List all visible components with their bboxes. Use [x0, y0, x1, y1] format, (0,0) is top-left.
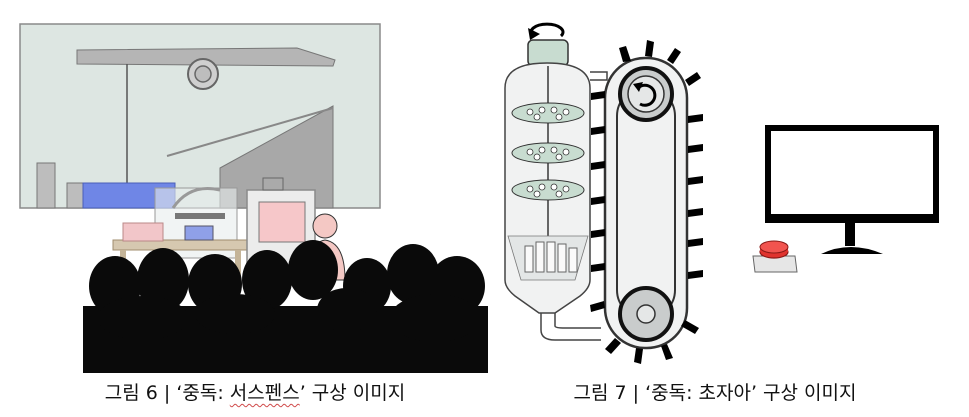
figure-6-caption-highlight: 서스펜스	[229, 382, 300, 404]
left-post	[36, 162, 56, 209]
machine-drawing	[504, 22, 939, 364]
monitor-screen	[765, 125, 939, 223]
conveyor-prongs	[590, 40, 703, 364]
bottles	[524, 241, 578, 273]
person-head	[312, 213, 338, 239]
figure-6-caption-suffix: ’ 구상 이미지	[299, 382, 406, 404]
outlet-pipe	[540, 313, 601, 341]
figure-6-caption-prefix: 그림 6 | ‘중독:	[104, 382, 230, 404]
figure-6-illustration	[15, 18, 495, 373]
sieve-trays	[511, 102, 585, 201]
figure-7-illustration	[495, 18, 965, 373]
ceiling-beam	[76, 47, 336, 67]
motor-cap	[527, 39, 569, 67]
figure-7-caption-text: 그림 7 | ‘중독: 초자아’ 구상 이미지	[573, 382, 857, 404]
audience-silhouettes	[83, 240, 488, 373]
kiosk-screen	[258, 201, 306, 243]
monitor-stand	[845, 222, 855, 246]
gear-rotate-icon	[636, 83, 657, 107]
figure-7-caption: 그림 7 | ‘중독: 초자아’ 구상 이미지	[500, 378, 930, 408]
pink-object	[122, 222, 164, 242]
figure-6-caption: 그림 6 | ‘중독: 서스펜스’ 구상 이미지	[40, 378, 470, 408]
installation-scene-drawing	[19, 23, 488, 373]
